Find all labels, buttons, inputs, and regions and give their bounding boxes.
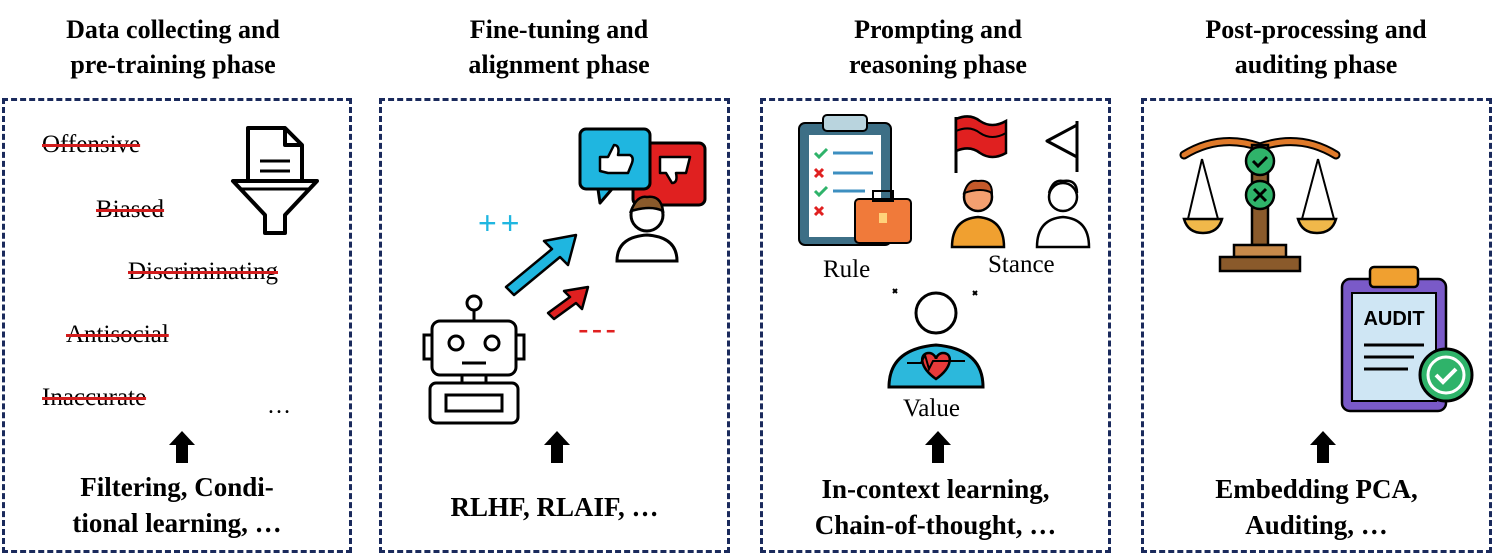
method-prompting: In-context learning, Chain-of-thought, …: [814, 474, 1057, 540]
outline-flag-icon: [1045, 121, 1079, 172]
up-arrow-icon: [169, 431, 195, 463]
negative-arrow-icon: [546, 285, 590, 321]
up-arrow-icon: [925, 431, 951, 463]
balance-scale-icon: [1179, 137, 1341, 273]
negative-feedback-marks: ---: [578, 311, 619, 347]
method-finetuning: RLHF, RLAIF, …: [450, 492, 659, 522]
phase-title-finetuning: Fine-tuning and alignment phase: [468, 15, 650, 79]
clipboard-checklist-icon: [798, 114, 912, 246]
panel-prompting: Rule Stance Value In-context learning, C…: [760, 98, 1111, 553]
rule-label: Rule: [823, 256, 871, 283]
up-arrow-icon: [1310, 431, 1336, 463]
positive-feedback-marks: ++: [478, 205, 524, 241]
person-icon: [615, 195, 679, 263]
up-arrow-icon: [544, 431, 570, 463]
orange-person-icon: [950, 179, 1006, 249]
phase-title-prompting: Prompting and reasoning phase: [849, 15, 1027, 79]
audit-clipboard-icon: AUDIT: [1340, 265, 1474, 413]
method-pretraining: Filtering, Condi- tional learning, …: [72, 472, 282, 538]
filtered-term-inaccurate: Inaccurate: [42, 384, 147, 411]
method-postprocessing: Embedding PCA, Auditing, …: [1215, 474, 1418, 540]
panel-pretraining: Offensive Biased Discriminating Antisoci…: [2, 98, 352, 553]
filtered-more: …: [267, 393, 291, 419]
filtered-term-biased: Biased: [96, 196, 165, 223]
phase-title-pretraining: Data collecting and pre-training phase: [66, 15, 280, 79]
person-value-icon: [887, 288, 985, 389]
outline-person-icon: [1035, 179, 1091, 249]
audit-label: AUDIT: [1363, 308, 1424, 330]
phase-title-postprocessing: Post-processing and auditing phase: [1205, 15, 1427, 79]
document-filter-icon: [231, 126, 319, 235]
feedback-bubbles-icon: [578, 127, 707, 207]
filtered-term-discriminating: Discriminating: [128, 258, 278, 285]
filtered-term-antisocial: Antisocial: [66, 321, 169, 348]
red-flag-icon: [954, 115, 1008, 173]
filtered-term-offensive: Offensive: [42, 131, 141, 158]
value-label: Value: [903, 395, 960, 422]
panel-finetuning: ++ --- RLHF, RLAIF, …: [379, 98, 730, 553]
positive-arrow-icon: [504, 233, 578, 297]
stance-label: Stance: [988, 251, 1055, 278]
panel-postprocessing: AUDIT Embedding PCA, Auditing, …: [1141, 98, 1492, 553]
robot-icon: [422, 294, 526, 425]
